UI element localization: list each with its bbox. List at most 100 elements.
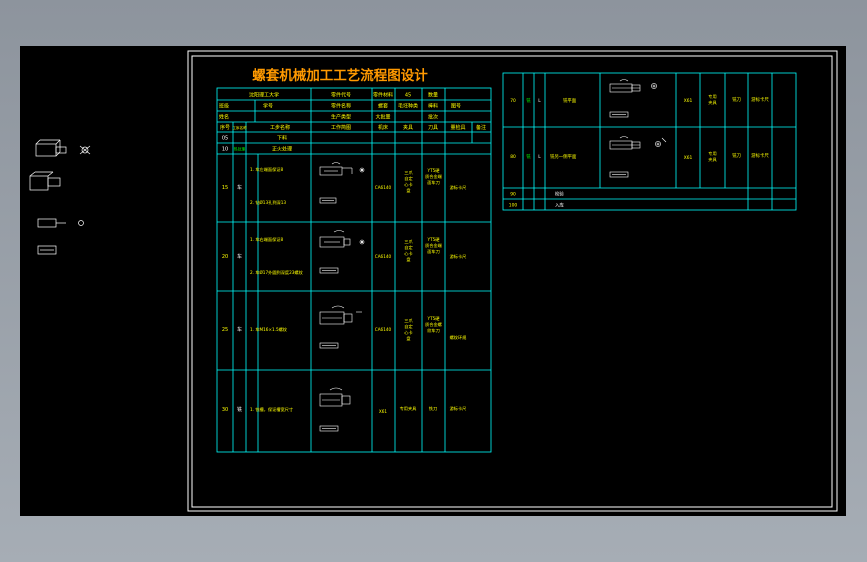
class-label: 班级: [219, 103, 229, 110]
sketch-20-a: [319, 230, 365, 248]
intro-row-1-text: 正火处理: [272, 146, 292, 153]
right-table-text: 70 铣 L 铣平面 X61 铣刀 游标卡尺 80 铣 L 铣另一侧平面 X61…: [509, 96, 770, 209]
wrapped-cells: 三爪自定心卡盘YT5硬质合金端面车刀三爪自定心卡盘YT5硬质合金端面车刀三爪自定…: [404, 93, 717, 341]
row-25-tool: YT5硬质合金螺纹车刀: [425, 316, 442, 334]
name-label: 姓名: [219, 114, 229, 121]
row-25-step-1: 1. 车M16×1.5螺纹: [250, 326, 288, 333]
rrow-70-name: 铣: [526, 97, 531, 104]
rrow-100-no: 100: [509, 203, 518, 209]
production-type-label: 生产类型: [331, 114, 351, 121]
rrow-80-step: 铣另一侧平面: [550, 153, 577, 160]
row-15-gauge: 游标卡尺: [450, 184, 467, 191]
row-25-fixture: 三爪自定心卡盘: [404, 318, 413, 341]
sketch-20-b: [319, 267, 339, 274]
row-15-tool: YT5硬质合金端面车刀: [425, 168, 442, 186]
row-30-no: 30: [222, 407, 228, 413]
sketch-30-a: [319, 387, 351, 407]
col-step-name: 工步名称: [270, 124, 290, 131]
right-table-sketches: [609, 79, 667, 178]
row-15-no: 15: [222, 185, 228, 191]
part-name-label: 零件名称: [331, 103, 351, 110]
blank-type-label: 毛坯种类: [398, 103, 418, 110]
sketch-25-b: [319, 342, 339, 349]
side-sketches: [29, 139, 91, 255]
drawing-no-label: 图号: [451, 104, 461, 110]
col-no: 序号: [220, 124, 230, 131]
row-20-step-2: 2. 车Ø17外圆到深度23螺纹: [250, 269, 304, 276]
col-gauge: 量检具: [450, 124, 465, 131]
outer-frame: [187, 50, 838, 512]
sketch-80-b: [609, 171, 629, 178]
row-15-step-1: 1. 车左端面保证8: [250, 166, 283, 173]
rrow-90-name: 检验: [555, 191, 564, 198]
col-op-name: 工序名称: [232, 125, 247, 130]
row-20-no: 20: [222, 254, 228, 260]
intro-row-0-no: 05: [222, 136, 228, 142]
rrow-70-marker: L: [538, 98, 541, 104]
quantity-label: 数量: [428, 92, 438, 99]
row-25-no: 25: [222, 327, 228, 333]
row-15-fixture: 三爪自定心卡盘: [404, 170, 413, 193]
row-20-step-1: 1. 车右端面保证8: [250, 236, 283, 243]
row-20-tool: YT5硬质合金端面车刀: [425, 237, 442, 255]
col-remark: 备注: [476, 124, 486, 131]
rrow-80-no: 80: [510, 154, 516, 160]
rrow-90-no: 90: [510, 192, 516, 198]
cad-viewport[interactable]: 螺套机械加工工艺流程图设计 沈阳理工大学 零件代号 零件材料: [20, 46, 846, 516]
rrow-80-name: 铣: [526, 153, 531, 160]
intro-row-1-name: 热处理: [234, 147, 246, 152]
col-fixture: 夹具: [403, 124, 413, 131]
rrow-80-marker: L: [538, 154, 541, 160]
rrow-70-gauge: 游标卡尺: [751, 96, 769, 103]
part-name-value: 螺套: [378, 103, 388, 110]
row-20-fixture: 三爪自定心卡盘: [404, 239, 413, 262]
row-30-fixture: 专用夹具: [400, 405, 418, 412]
row-30-machine: X61: [379, 409, 388, 414]
sketch-side-view: [37, 218, 84, 255]
rrow-80-machine: X61: [684, 155, 693, 161]
inner-frame: [191, 55, 833, 508]
drawing-title: 螺套机械加工工艺流程图设计: [252, 67, 428, 84]
row-30-name: 铣: [237, 406, 242, 413]
sketch-25-a: [319, 305, 362, 325]
rrow-100-name: 入库: [555, 202, 564, 209]
part-code-label: 零件代号: [331, 92, 351, 99]
production-type-value: 大批量: [375, 114, 390, 121]
rrow-70-step: 铣平面: [563, 97, 577, 104]
row-30-step-1: 1. 铣槽，保证槽宽尺寸: [250, 406, 293, 413]
row-15-name: 车: [237, 184, 242, 191]
row-25-name: 车: [237, 326, 242, 333]
row-15-machine: CA6140: [375, 185, 392, 190]
rrow-70-machine: X61: [684, 98, 693, 104]
school-name: 沈阳理工大学: [249, 92, 279, 99]
col-sketch: 工作简图: [331, 124, 351, 131]
row-25-gauge: 螺纹环规: [450, 334, 467, 341]
sketch-70-b: [609, 111, 629, 118]
sketch-30-b: [319, 425, 339, 432]
material-label: 零件材料: [373, 92, 393, 99]
row-20-machine: CA6140: [375, 254, 392, 259]
blank-type-value: 棒料: [428, 103, 438, 110]
row-25-machine: CA6140: [375, 327, 392, 332]
rrow-70-tool: 铣刀: [732, 96, 741, 103]
row-30-tool: 铣刀: [429, 405, 437, 412]
sketch-70-a: [609, 79, 657, 93]
sketch-isometric-2: [29, 171, 61, 191]
rrow-80-tool: 铣刀: [732, 152, 741, 159]
sketch-15-b: [319, 197, 337, 204]
sketch-isometric-1: [35, 139, 91, 157]
cad-drawing: 螺套机械加工工艺流程图设计 沈阳理工大学 零件代号 零件材料: [29, 50, 838, 512]
material-value: 45: [405, 93, 411, 99]
row-20-name: 车: [237, 253, 242, 260]
left-body-text: 15 车 1. 车左端面保证8 2. 钻Ø13孔到深13 CA6140 游标卡尺…: [222, 166, 467, 414]
batch-label: 批次: [428, 114, 438, 121]
right-process-table: [502, 72, 797, 211]
rrow-80-fixture: 专用夹具: [708, 150, 717, 163]
left-process-table: [216, 87, 492, 453]
left-header-text: 沈阳理工大学 零件代号 零件材料 45 数量 班级 学号 零件名称 螺套 毛坯种…: [219, 92, 486, 153]
rrow-70-no: 70: [510, 98, 516, 104]
sketch-80-a: [609, 136, 667, 150]
student-id-label: 学号: [263, 103, 273, 110]
left-table-sketches: [319, 162, 365, 432]
rrow-80-gauge: 游标卡尺: [751, 152, 769, 159]
